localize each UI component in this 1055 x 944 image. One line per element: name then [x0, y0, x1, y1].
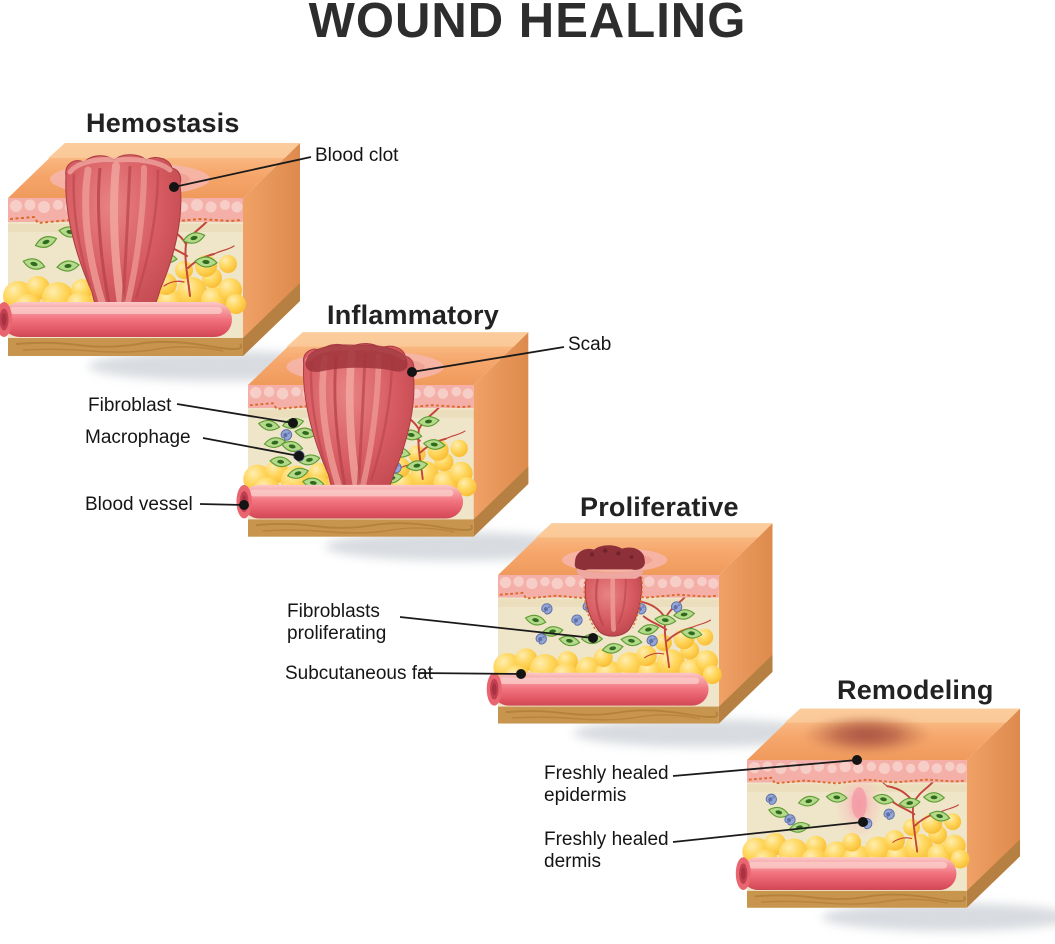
label-blood-vessel: Blood vessel: [85, 494, 193, 515]
label-freshly-healed-dermis: Freshly healed dermis: [544, 829, 669, 873]
stage-title-proliferative: Proliferative: [580, 492, 739, 522]
pointer-dots: [169, 182, 868, 827]
healed-epidermis-pointer: [672, 759, 858, 777]
subcutaneous-fat-pointer: [417, 672, 522, 675]
label-subcutaneous-fat: Subcutaneous fat: [285, 663, 433, 684]
stage-title-remodeling: Remodeling: [837, 675, 994, 705]
shrinking-scab-shape: [574, 545, 645, 637]
remodeling-skin-block: [735, 709, 1055, 932]
leader-lines: [173, 156, 864, 843]
page-title: WOUND HEALING: [308, 0, 747, 48]
proliferative-skin-block: [486, 523, 827, 747]
label-blood-clot: Blood clot: [315, 145, 399, 166]
blood-clot-pointer: [173, 156, 312, 188]
label-freshly-healed-epidermis: Freshly healed epidermis: [544, 763, 669, 807]
stage-title-hemostasis: Hemostasis: [86, 108, 240, 138]
macrophage-pointer: [202, 437, 300, 457]
healed-epidermis-patch: [801, 714, 933, 756]
blood-vessel-shape: [735, 857, 957, 890]
label-fibroblasts-proliferating: Fibroblasts proliferating: [287, 601, 387, 645]
blood-vessel-pointer: [199, 503, 245, 506]
blood-vessel-shape: [236, 484, 464, 519]
inflammatory-skin-block: [236, 332, 584, 560]
scab-pointer: [411, 346, 565, 373]
fibroblasts-proliferating-pointer: [399, 616, 594, 639]
stage-title-inflammatory: Inflammatory: [327, 300, 499, 330]
label-macrophage: Macrophage: [85, 427, 191, 448]
scab-crust: [305, 344, 408, 372]
fibroblast-pointer: [176, 403, 294, 424]
label-scab: Scab: [568, 334, 612, 355]
blood-vessel-shape: [0, 302, 232, 337]
label-fibroblast: Fibroblast: [88, 395, 172, 416]
healed-dermis-pointer: [672, 821, 864, 843]
